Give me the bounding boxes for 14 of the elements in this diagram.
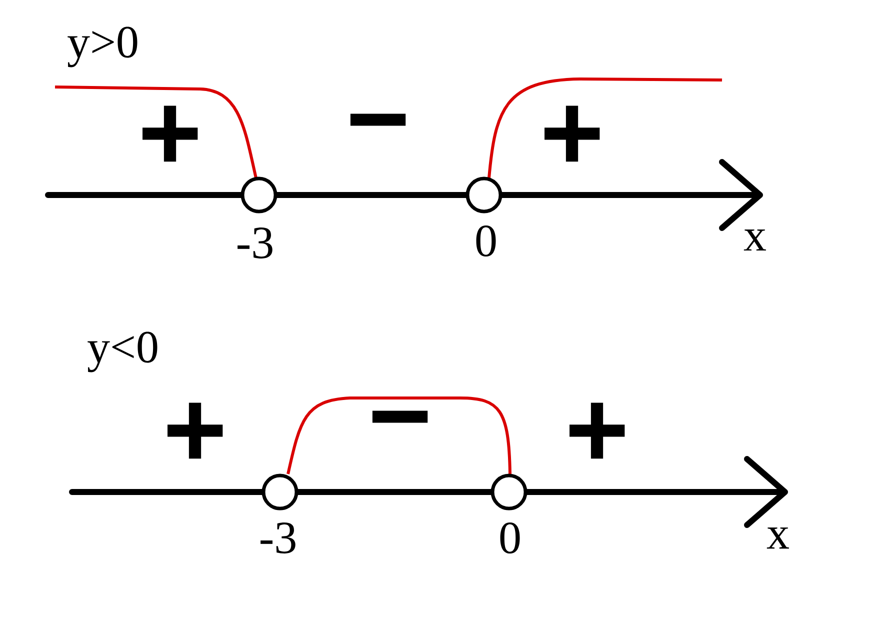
sign-symbol: + (142, 106, 198, 162)
sign-symbol: − (372, 410, 428, 423)
axis-label: x (744, 229, 766, 251)
tick-label: -3 (238, 228, 272, 258)
sign-symbol: − (350, 114, 406, 126)
sign-symbol: + (544, 106, 600, 162)
inequality-label: y>0 (68, 26, 138, 68)
sign-symbol: + (570, 402, 625, 459)
tick-label: -3 (260, 522, 296, 554)
inequality-label: y<0 (88, 332, 158, 372)
tick-label: 0 (500, 522, 520, 554)
sign-symbol: + (168, 402, 223, 459)
tick-label: 0 (476, 225, 496, 257)
axis-label: x (766, 527, 789, 549)
